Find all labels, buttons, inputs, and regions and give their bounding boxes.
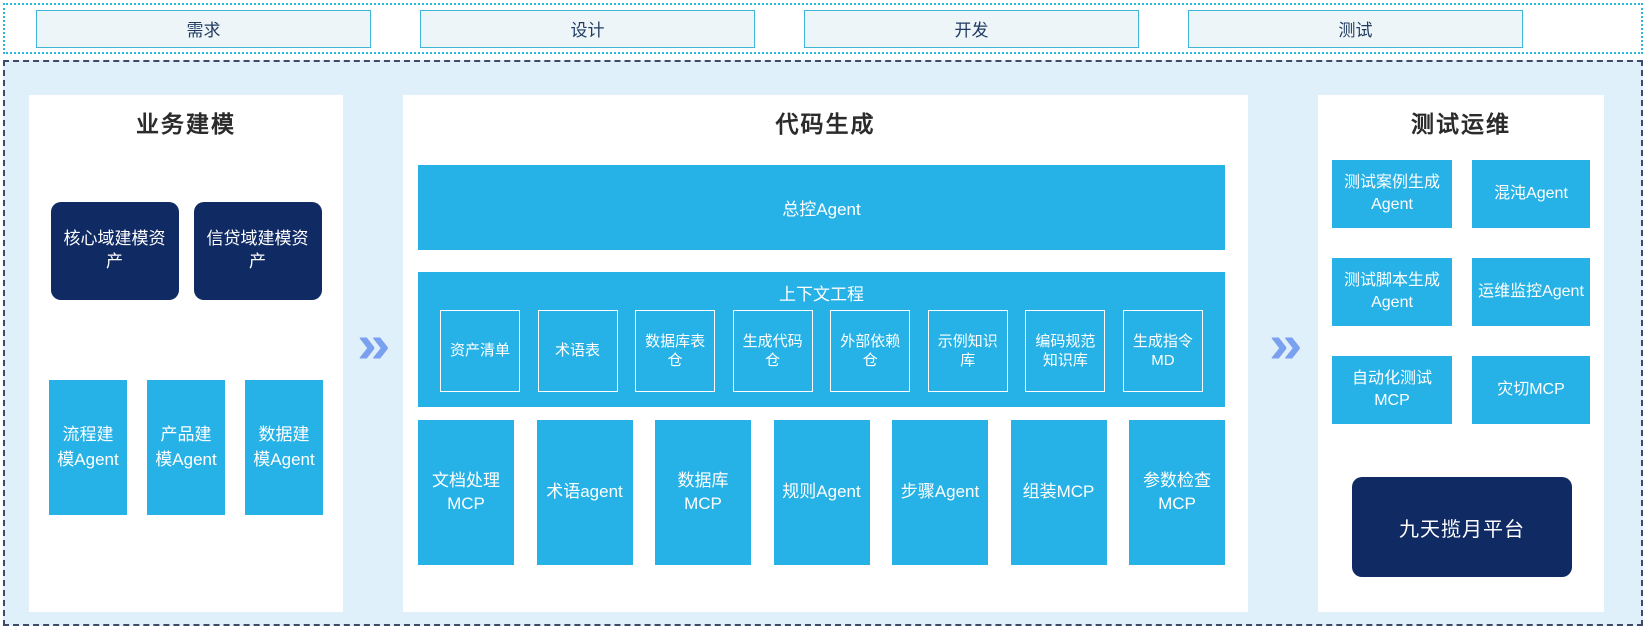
test-ops-title: 测试运维 bbox=[1411, 111, 1511, 137]
ops-box-test-case-gen-agent: 测试案例生成Agent bbox=[1332, 160, 1452, 228]
asset-box-core-domain: 核心域建模资产 bbox=[50, 202, 179, 300]
ops-box-test-script-gen-agent: 测试脚本生成Agent bbox=[1332, 258, 1452, 326]
panel-code-generation: 代码生成 总控Agent 上下文工程 资产清单 术语表 数据库表仓 生成代码仓 … bbox=[403, 95, 1248, 612]
context-item-example-knowledge-base: 示例知识库 bbox=[927, 310, 1008, 392]
context-item-generated-code-repo: 生成代码仓 bbox=[732, 310, 813, 392]
phase-box-design: 设计 bbox=[420, 9, 755, 48]
phase-box-requirements: 需求 bbox=[36, 9, 371, 48]
code-generation-title: 代码生成 bbox=[775, 111, 876, 137]
tool-box-rule-agent: 规则Agent bbox=[773, 420, 870, 565]
tool-box-param-check-mcp: 参数检查MCP bbox=[1129, 420, 1225, 565]
context-item-asset-list: 资产清单 bbox=[440, 310, 520, 392]
tool-box-glossary-agent: 术语agent bbox=[536, 420, 633, 565]
context-item-external-deps-repo: 外部依赖仓 bbox=[830, 310, 911, 392]
ops-box-disaster-switch-mcp: 灾切MCP bbox=[1472, 356, 1590, 424]
main-diagram-area: 业务建模 核心域建模资产 信贷域建模资产 流程建模Agent 产品建模Agent… bbox=[3, 60, 1643, 626]
agent-box-data-modeling: 数据建模Agent bbox=[245, 380, 323, 515]
master-agent-bar: 总控Agent bbox=[418, 165, 1225, 250]
panel-business-modeling: 业务建模 核心域建模资产 信贷域建模资产 流程建模Agent 产品建模Agent… bbox=[29, 95, 343, 612]
context-item-glossary: 术语表 bbox=[537, 310, 618, 392]
tools-row: 文档处理MCP 术语agent 数据库MCP 规则Agent 步骤Agent 组… bbox=[418, 420, 1225, 565]
ops-box-ops-monitoring-agent: 运维监控Agent bbox=[1472, 258, 1590, 326]
ops-box-automated-test-mcp: 自动化测试MCP bbox=[1332, 356, 1452, 424]
ops-box-chaos-agent: 混沌Agent bbox=[1472, 160, 1590, 228]
double-chevron-right-icon: » bbox=[357, 313, 391, 374]
context-item-db-table-repo: 数据库表仓 bbox=[635, 310, 716, 392]
asset-box-credit-domain: 信贷域建模资产 bbox=[193, 202, 322, 300]
agent-box-product-modeling: 产品建模Agent bbox=[147, 380, 225, 515]
tool-box-doc-processing-mcp: 文档处理MCP bbox=[418, 420, 514, 565]
tool-box-database-mcp: 数据库MCP bbox=[655, 420, 751, 565]
tool-box-assembly-mcp: 组装MCP bbox=[1010, 420, 1107, 565]
tool-box-step-agent: 步骤Agent bbox=[892, 420, 988, 565]
asset-row: 核心域建模资产 信贷域建模资产 bbox=[29, 202, 343, 300]
jiutian-lanyue-platform-box: 九天揽月平台 bbox=[1352, 477, 1572, 577]
test-ops-grid: 测试案例生成Agent 混沌Agent 测试脚本生成Agent 运维监控Agen… bbox=[1332, 160, 1590, 424]
context-item-coding-standards-kb: 编码规范知识库 bbox=[1025, 310, 1106, 392]
business-modeling-title: 业务建模 bbox=[136, 111, 236, 137]
double-chevron-right-icon: » bbox=[1269, 313, 1303, 374]
phase-box-testing: 测试 bbox=[1188, 9, 1523, 48]
phase-box-development: 开发 bbox=[804, 9, 1139, 48]
context-engineering-box: 上下文工程 资产清单 术语表 数据库表仓 生成代码仓 外部依赖仓 示例知识库 编… bbox=[418, 272, 1225, 407]
context-item-row: 资产清单 术语表 数据库表仓 生成代码仓 外部依赖仓 示例知识库 编码规范知识库… bbox=[418, 310, 1225, 392]
context-item-generation-instruction-md: 生成指令MD bbox=[1122, 310, 1203, 392]
context-engineering-title: 上下文工程 bbox=[779, 285, 864, 304]
panel-test-ops: 测试运维 测试案例生成Agent 混沌Agent 测试脚本生成Agent 运维监… bbox=[1318, 95, 1604, 612]
agent-box-process-modeling: 流程建模Agent bbox=[49, 380, 127, 515]
modeling-agent-row: 流程建模Agent 产品建模Agent 数据建模Agent bbox=[29, 380, 343, 515]
phase-bar: 需求 设计 开发 测试 bbox=[3, 3, 1643, 54]
